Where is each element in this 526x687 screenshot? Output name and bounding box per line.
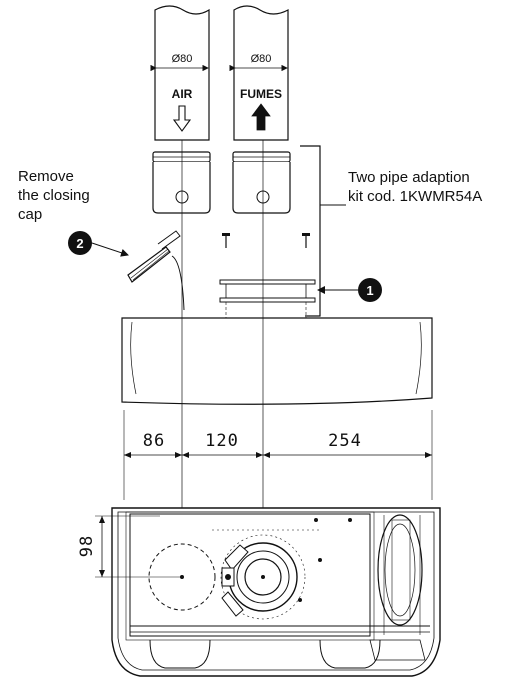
dim-254: 254 [328,431,362,451]
badge-2: 2 [68,231,92,255]
remove-cap-line-2: the closing [18,187,90,204]
stove-top-side-view [121,317,433,405]
outline-arrow-down-icon [172,105,192,132]
adaption-kit-callout: Two pipe adaption kit cod. 1KWMR54A [348,169,482,205]
air-adapter-collar [152,151,211,214]
fumes-pipe-label: FUMES [240,87,282,101]
fumes-pipe-diameter: Ø80 [251,53,272,65]
adaption-kit-line-2: kit cod. 1KWMR54A [348,188,482,205]
fumes-adapter-collar [232,151,291,214]
remove-cap-line-1: Remove [18,168,74,185]
remove-cap-callout: Remove the closing cap [18,168,90,223]
air-pipe-diameter: Ø80 [172,53,193,65]
fumes-pipe: Ø80 FUMES [229,5,289,141]
stove-plan-view [111,507,441,677]
badge-2-leader [91,242,129,257]
badge-1-number: 1 [366,283,373,298]
closing-cap [127,230,185,311]
air-pipe-label: AIR [172,87,193,101]
gasket-plates [219,279,316,320]
badge-1: 1 [358,278,382,302]
badge-2-number: 2 [76,236,83,251]
dim-120: 120 [205,431,239,451]
air-pipe: Ø80 AIR [150,5,210,141]
remove-cap-line-3: cap [18,206,42,223]
solid-arrow-up-icon [251,103,271,131]
vertical-dimension: 98 [77,515,182,578]
dim-86: 86 [143,431,165,451]
dim-98: 98 [77,535,97,557]
kit-bracket [300,145,321,317]
horizontal-dimension: 86 120 254 [124,431,432,458]
fixing-screws [222,233,310,248]
adaption-kit-line-1: Two pipe adaption [348,169,470,186]
